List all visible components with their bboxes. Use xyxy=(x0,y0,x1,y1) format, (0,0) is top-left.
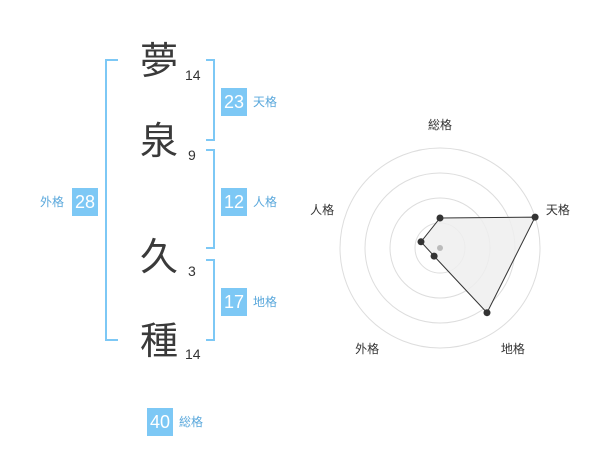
name-char-1-strokes: 14 xyxy=(185,67,201,83)
tenkaku-bracket xyxy=(206,59,215,141)
chikaku-bracket xyxy=(206,259,215,341)
name-char-2: 泉 xyxy=(140,119,179,163)
chikaku-value: 17 xyxy=(221,288,247,316)
soukaku-value: 40 xyxy=(147,408,173,436)
name-char-1: 夢 xyxy=(140,39,179,83)
jinkaku-bracket xyxy=(206,149,215,249)
radar-point-5 xyxy=(417,238,425,246)
name-char-4-strokes: 14 xyxy=(185,346,201,362)
radar-axis-label-4: 外格 xyxy=(355,341,380,356)
radar-point-4 xyxy=(430,252,438,260)
gaikaku-bracket xyxy=(105,59,118,341)
gaikaku-value: 28 xyxy=(72,188,98,216)
radar-point-2 xyxy=(531,213,539,221)
chikaku-label: 地格 xyxy=(253,295,278,309)
tenkaku-label: 天格 xyxy=(253,95,278,109)
name-char-3-strokes: 3 xyxy=(188,263,196,279)
radar-center-point xyxy=(437,245,443,251)
tenkaku-value: 23 xyxy=(221,88,247,116)
soukaku-label: 総格 xyxy=(179,415,204,429)
jinkaku-label: 人格 xyxy=(253,195,278,209)
name-char-3: 久 xyxy=(140,235,179,279)
name-char-4: 種 xyxy=(140,319,179,363)
name-char-2-strokes: 9 xyxy=(188,147,196,163)
radar-axis-label-1: 総格 xyxy=(428,117,453,132)
jinkaku-value: 12 xyxy=(221,188,247,216)
radar-axis-label-2: 天格 xyxy=(545,203,570,218)
radar-point-1 xyxy=(436,214,444,222)
radar-axis-label-3: 地格 xyxy=(500,341,525,356)
radar-grid-circle xyxy=(339,147,541,349)
radar-point-3 xyxy=(483,309,491,317)
gaikaku-label: 外格 xyxy=(40,195,65,209)
radar-axis-label-5: 人格 xyxy=(310,203,335,218)
radar-data-polygon xyxy=(420,216,536,314)
